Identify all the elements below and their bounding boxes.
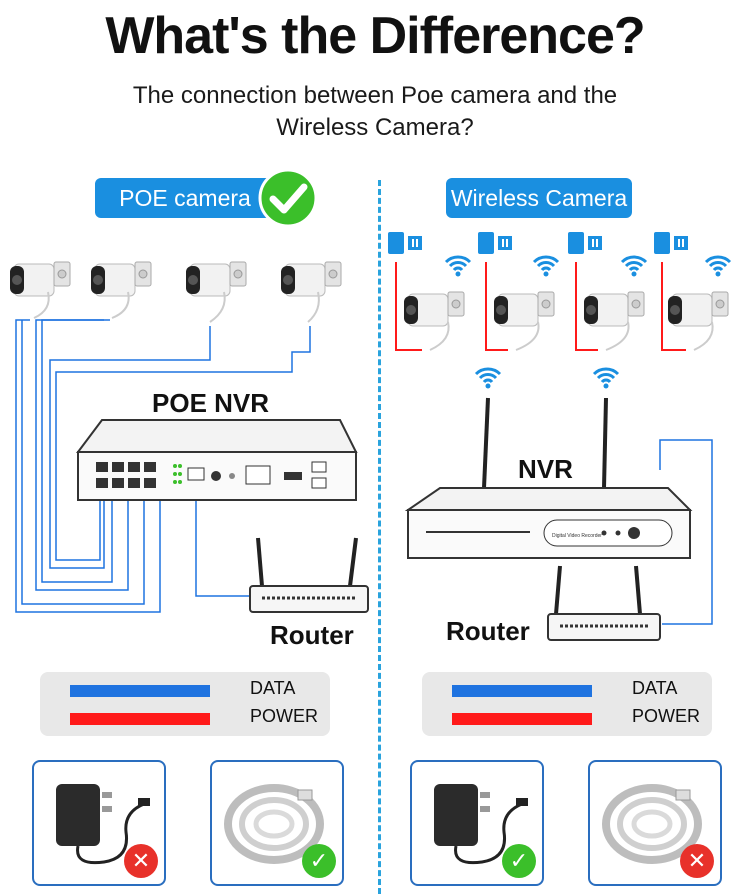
legend-power-label: POWER: [632, 706, 701, 726]
wifi-icon-cam-3: [620, 255, 648, 278]
subtitle-line-2: Wireless Camera?: [276, 114, 474, 141]
wireless-power-adapter-box: ✓: [410, 760, 544, 886]
check-mark-icon: ✓: [502, 844, 536, 878]
legend-data-label: DATA: [632, 678, 678, 698]
cross-mark-icon: ✕: [124, 844, 158, 878]
poe-data-lines: [15, 319, 311, 613]
poe-ethernet-cable-box: ✓: [210, 760, 344, 886]
page-subtitle: The connection between Poe camera and th…: [0, 80, 750, 144]
power-adapter-icon: [56, 784, 150, 865]
power-line-swatch: [70, 713, 210, 725]
center-divider: [378, 180, 381, 894]
legend-power-label: POWER: [250, 706, 319, 726]
legend-power-row: POWER: [452, 704, 702, 734]
wireless-router-device: [547, 565, 661, 641]
check-mark-icon: [258, 168, 318, 228]
legend-power-row: POWER: [70, 704, 320, 734]
wifi-icon-cam-1: [444, 255, 472, 278]
wireless-camera-2: [493, 291, 555, 327]
power-adapter-icon: [434, 784, 528, 865]
cross-mark-icon: ✕: [680, 844, 714, 878]
power-adapter-icon-1: [388, 232, 422, 254]
nvr-screen-text: Digital Video Recorder: [552, 533, 602, 539]
poe-router-device: [249, 537, 369, 613]
wireless-router-label: Router: [446, 616, 530, 646]
legend-data-row: DATA: [70, 676, 320, 706]
poe-camera-2: [90, 261, 152, 297]
wifi-icon-nvr-1: [474, 367, 502, 390]
wireless-camera-4: [667, 291, 729, 327]
data-line-swatch: [70, 685, 210, 697]
wireless-ethernet-cable-box: ✕: [588, 760, 722, 886]
poe-camera-pill: POE camera: [95, 178, 275, 218]
ethernet-cable-icon: [224, 784, 324, 864]
power-adapter-icon-2: [478, 232, 512, 254]
poe-power-adapter-box: ✕: [32, 760, 166, 886]
poe-nvr-device: [76, 419, 358, 501]
ethernet-cable-icon: [602, 784, 702, 864]
subtitle-line-1: The connection between Poe camera and th…: [132, 82, 618, 109]
wireless-camera-1: [403, 291, 465, 327]
poe-router-label: Router: [270, 620, 354, 650]
power-line-swatch: [452, 713, 592, 725]
data-line-swatch: [452, 685, 592, 697]
wireless-camera-3: [583, 291, 645, 327]
check-mark-icon: ✓: [302, 844, 336, 878]
wireless-power-lines: [395, 262, 686, 351]
poe-legend: DATA POWER: [40, 672, 330, 736]
wifi-icon-cam-4: [704, 255, 732, 278]
page-title: What's the Difference?: [105, 7, 645, 65]
power-adapter-icon-4: [654, 232, 688, 254]
poe-camera-3: [185, 261, 247, 297]
wifi-icon-nvr-2: [592, 367, 620, 390]
wireless-nvr-device: Digital Video Recorder: [404, 367, 693, 559]
legend-data-label: DATA: [250, 678, 296, 698]
poe-camera-1: [9, 261, 71, 297]
wireless-legend: DATA POWER: [422, 672, 712, 736]
poe-nvr-label: POE NVR: [152, 388, 270, 418]
poe-camera-4: [280, 261, 342, 297]
power-adapter-icon-3: [568, 232, 602, 254]
legend-data-row: DATA: [452, 676, 702, 706]
wifi-icon-cam-2: [532, 255, 560, 278]
wireless-camera-pill: Wireless Camera: [446, 178, 632, 218]
wireless-nvr-label: NVR: [518, 454, 573, 484]
wireless-data-line: [659, 439, 713, 625]
